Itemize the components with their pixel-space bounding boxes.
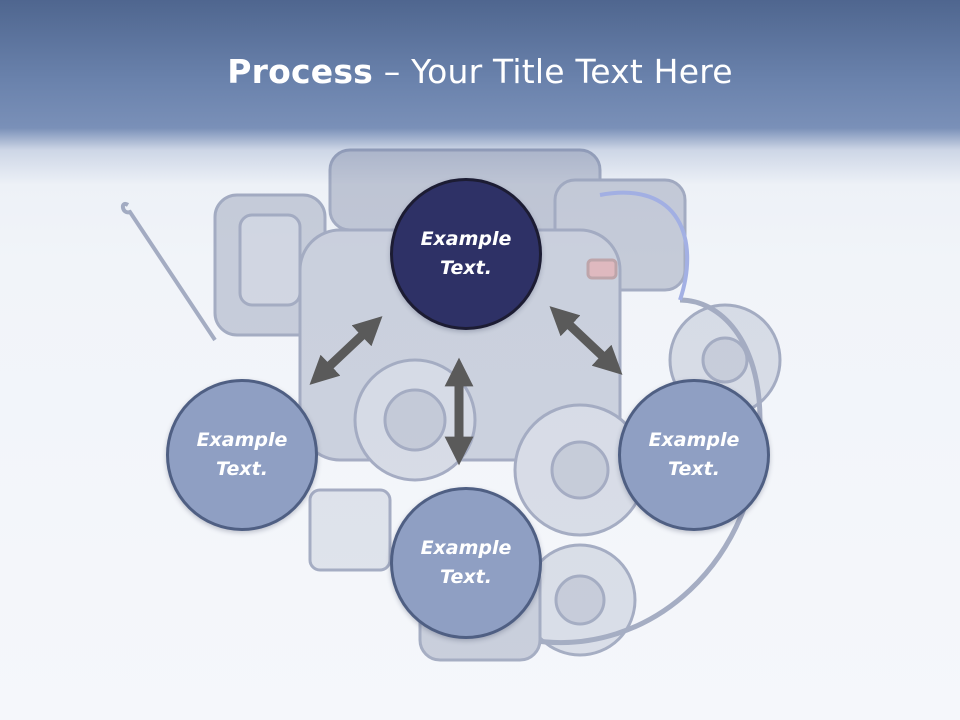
node-left-line2: Text. <box>216 458 268 480</box>
node-right-line1: Example <box>648 429 740 451</box>
title-rest: – Your Title Text Here <box>373 52 733 91</box>
node-top-line2: Text. <box>440 257 492 279</box>
node-bottom-line1: Example <box>420 537 512 559</box>
process-node-right: Example Text. <box>618 379 770 531</box>
node-top-line1: Example <box>420 228 512 250</box>
arrow-top-right-icon <box>549 306 623 375</box>
process-node-top: Example Text. <box>390 178 542 330</box>
node-right-line2: Text. <box>668 458 720 480</box>
title-bold: Process <box>227 52 374 91</box>
process-node-left: Example Text. <box>166 379 318 531</box>
process-node-bottom: Example Text. <box>390 487 542 639</box>
slide-title: Process – Your Title Text Here <box>0 52 960 91</box>
node-bottom-line2: Text. <box>440 566 492 588</box>
arrow-top-left-icon <box>309 316 383 385</box>
node-left-line1: Example <box>196 429 288 451</box>
